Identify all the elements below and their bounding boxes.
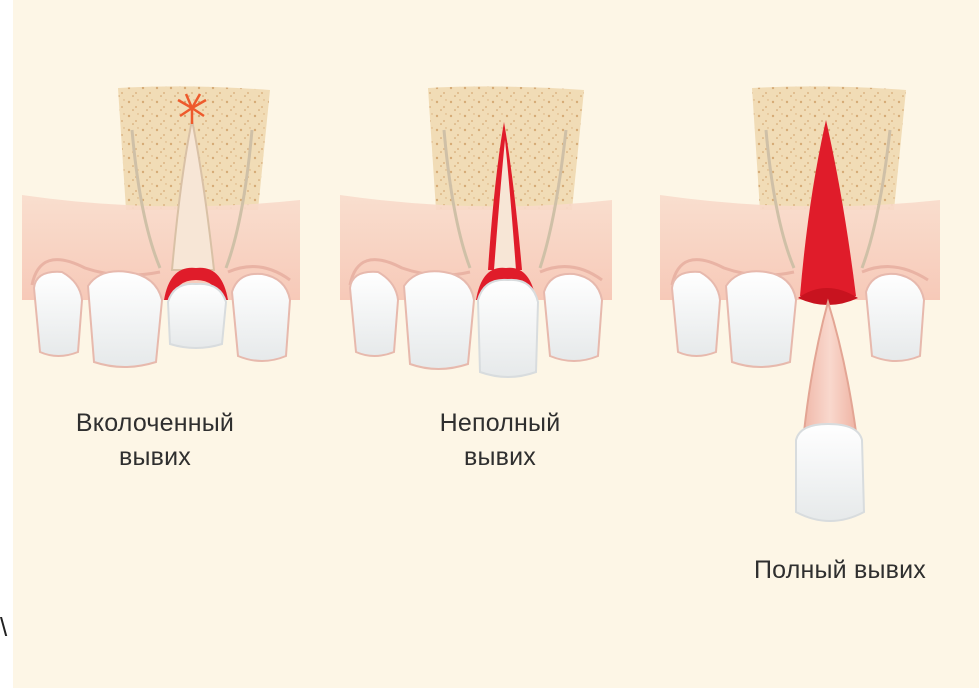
caption-complete-luxation: Полный вывих [700,553,979,587]
tooth-intruded [168,284,226,348]
panel-complete [660,86,940,521]
panel-intrusive [22,86,300,367]
caption-line: Вколоченный [30,406,280,440]
caption-line: вывих [375,440,625,474]
tooth-left [404,271,474,369]
caption-line: вывих [30,440,280,474]
caption-partial-luxation: Неполный вывих [375,406,625,474]
tooth-side-left [34,272,82,356]
tooth-right [866,274,924,361]
tooth-left [726,271,796,367]
caption-line: Неполный [375,406,625,440]
avulsed-root [804,302,856,432]
caption-intrusive-luxation: Вколоченный вывих [30,406,280,474]
tooth-side-left [672,272,720,356]
panel-partial [340,86,612,377]
caption-line: Полный вывих [700,553,979,587]
tooth-left [88,271,162,367]
tooth-side-left [350,272,398,356]
avulsed-crown [796,424,864,521]
tooth-extruded [478,280,538,377]
tooth-right [544,274,602,361]
tooth-right [232,274,290,361]
